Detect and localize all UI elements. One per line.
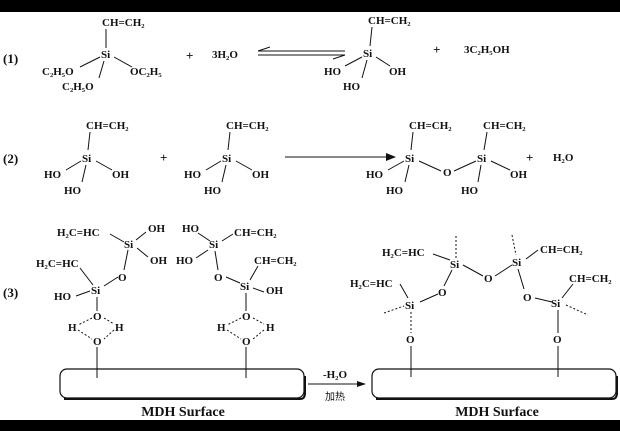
ethoxy-group-right: OC₂H₅: [130, 66, 162, 78]
silicon-atom: Si: [91, 285, 100, 297]
reaction-3-grafted: H₂C=HC Si O Si CH=CH₂ O H₂C=HC Si O O Si…: [350, 234, 618, 420]
hydroxyl-group: HO: [54, 291, 72, 303]
vinyl-group: CH=CH₂: [254, 255, 297, 267]
surface-label: MDH Surface: [455, 405, 539, 420]
silanol-oxygen: O: [93, 311, 102, 323]
hydroxyl-group: OH: [266, 285, 284, 297]
surface-oxygen: O: [406, 334, 415, 346]
hydrogen-atom: H: [68, 322, 77, 334]
silicon-atom: Si: [450, 259, 459, 271]
bridging-oxygen: O: [443, 167, 452, 179]
silicon-atom: Si: [512, 257, 521, 269]
surface-oxygen: O: [242, 336, 251, 348]
silicon-atom: Si: [551, 298, 560, 310]
vinyl-group: CH=CH₂: [409, 120, 452, 132]
silicon-atom: Si: [240, 281, 249, 293]
hydrogen-atom: H: [266, 322, 275, 334]
hydroxyl-group: OH: [148, 223, 166, 235]
hydroxyl-group: HO: [184, 169, 202, 181]
vinyl-group: H₂C=HC: [36, 258, 79, 270]
vinyl-group: H₂C=HC: [350, 278, 393, 290]
hydroxyl-group: OH: [389, 66, 407, 78]
hydroxyl-group: OH: [510, 169, 528, 181]
vinyl-group: CH=CH₂: [540, 244, 583, 256]
bridging-oxygen: O: [118, 272, 127, 284]
reaction-1-label: (1): [3, 51, 18, 66]
ethoxy-group-bottom: C₂H₅O: [62, 81, 94, 93]
bridging-oxygen: O: [214, 272, 223, 284]
vinyl-group: H₂C=HC: [382, 247, 425, 259]
equilibrium-arrow: [257, 46, 346, 60]
silicon-atom: Si: [222, 153, 231, 165]
surface-oxygen: O: [93, 336, 102, 348]
ethanol-product: 3C₂H₅OH: [464, 44, 510, 56]
hydroxyl-group: HO: [44, 169, 62, 181]
hydroxyl-group: HO: [461, 185, 479, 197]
hydroxyl-group: OH: [252, 169, 270, 181]
reaction-arrow: [285, 153, 396, 161]
hydroxyl-group: HO: [366, 169, 384, 181]
hydroxyl-group: HO: [204, 185, 222, 197]
vinyl-group: CH=CH₂: [102, 17, 145, 29]
plus-sign: +: [433, 42, 440, 57]
hydroxyl-group: OH: [150, 255, 168, 267]
vinyl-group: CH=CH₂: [86, 120, 129, 132]
vinyl-group: CH=CH₂: [226, 120, 269, 132]
silicon-atom: Si: [405, 153, 414, 165]
reaction-3-label: (3): [3, 285, 18, 300]
silicon-atom: Si: [124, 239, 133, 251]
hydroxyl-group: OH: [112, 169, 130, 181]
silicon-atom: Si: [405, 300, 414, 312]
hydroxyl-group: HO: [182, 223, 200, 235]
reaction-2: (2) CH=CH₂ Si HO OH HO + CH=CH₂ Si HO OH…: [3, 120, 574, 197]
silicon-atom: Si: [101, 49, 110, 61]
silicon-atom: Si: [477, 153, 486, 165]
plus-sign: +: [160, 150, 167, 165]
plus-sign: +: [186, 48, 193, 63]
hydroxyl-group: HO: [343, 81, 361, 93]
surface-oxygen: O: [553, 334, 562, 346]
canvas-background: [0, 12, 620, 420]
reaction-1: (1) CH=CH₂ Si C₂H₅O OC₂H₅ C₂H₅O + 3H₂O C…: [3, 15, 510, 93]
plus-sign: +: [526, 150, 533, 165]
vinyl-group: CH=CH₂: [569, 273, 612, 285]
ethoxy-group-left: C₂H₅O: [42, 66, 74, 78]
hydroxyl-group: HO: [176, 255, 194, 267]
vinyl-group: H₂C=HC: [57, 227, 100, 239]
silicon-atom: Si: [209, 239, 218, 251]
reaction-2-label: (2): [3, 151, 18, 166]
arrow-condition-bottom: 加热: [325, 390, 345, 403]
vinyl-group: CH=CH₂: [483, 120, 526, 132]
bridging-oxygen: O: [523, 292, 532, 304]
surface-label: MDH Surface: [141, 405, 225, 420]
hydroxyl-group: HO: [64, 185, 82, 197]
silanol-oxygen: O: [242, 311, 251, 323]
reaction-3-hydrogen-bonded: (3) H₂C=HC Si OH OH O H₂C=HC Si HO O H H…: [3, 223, 306, 420]
silicon-atom: Si: [82, 153, 91, 165]
hydrogen-atom: H: [115, 322, 124, 334]
silicon-atom: Si: [363, 48, 372, 60]
vinyl-group: CH=CH₂: [368, 15, 411, 27]
hydroxyl-group: HO: [324, 66, 342, 78]
bridging-oxygen: O: [438, 287, 447, 299]
condensation-arrow: -H₂O 加热: [308, 369, 366, 403]
bridging-oxygen: O: [484, 273, 493, 285]
water-product: H₂O: [553, 152, 574, 164]
water-reagent: 3H₂O: [212, 49, 238, 61]
hydroxyl-group: HO: [386, 185, 404, 197]
arrow-condition-top: -H₂O: [323, 369, 348, 381]
hydrogen-atom: H: [217, 322, 226, 334]
vinyl-group: CH=CH₂: [234, 227, 277, 239]
